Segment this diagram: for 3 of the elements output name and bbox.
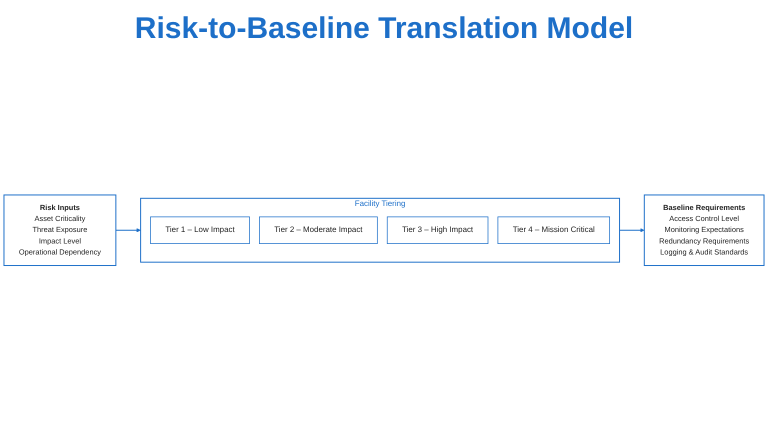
- arrow: [115, 228, 141, 232]
- diagram-title: Risk-to-Baseline Translation Model: [134, 12, 634, 46]
- arrow: [619, 228, 644, 232]
